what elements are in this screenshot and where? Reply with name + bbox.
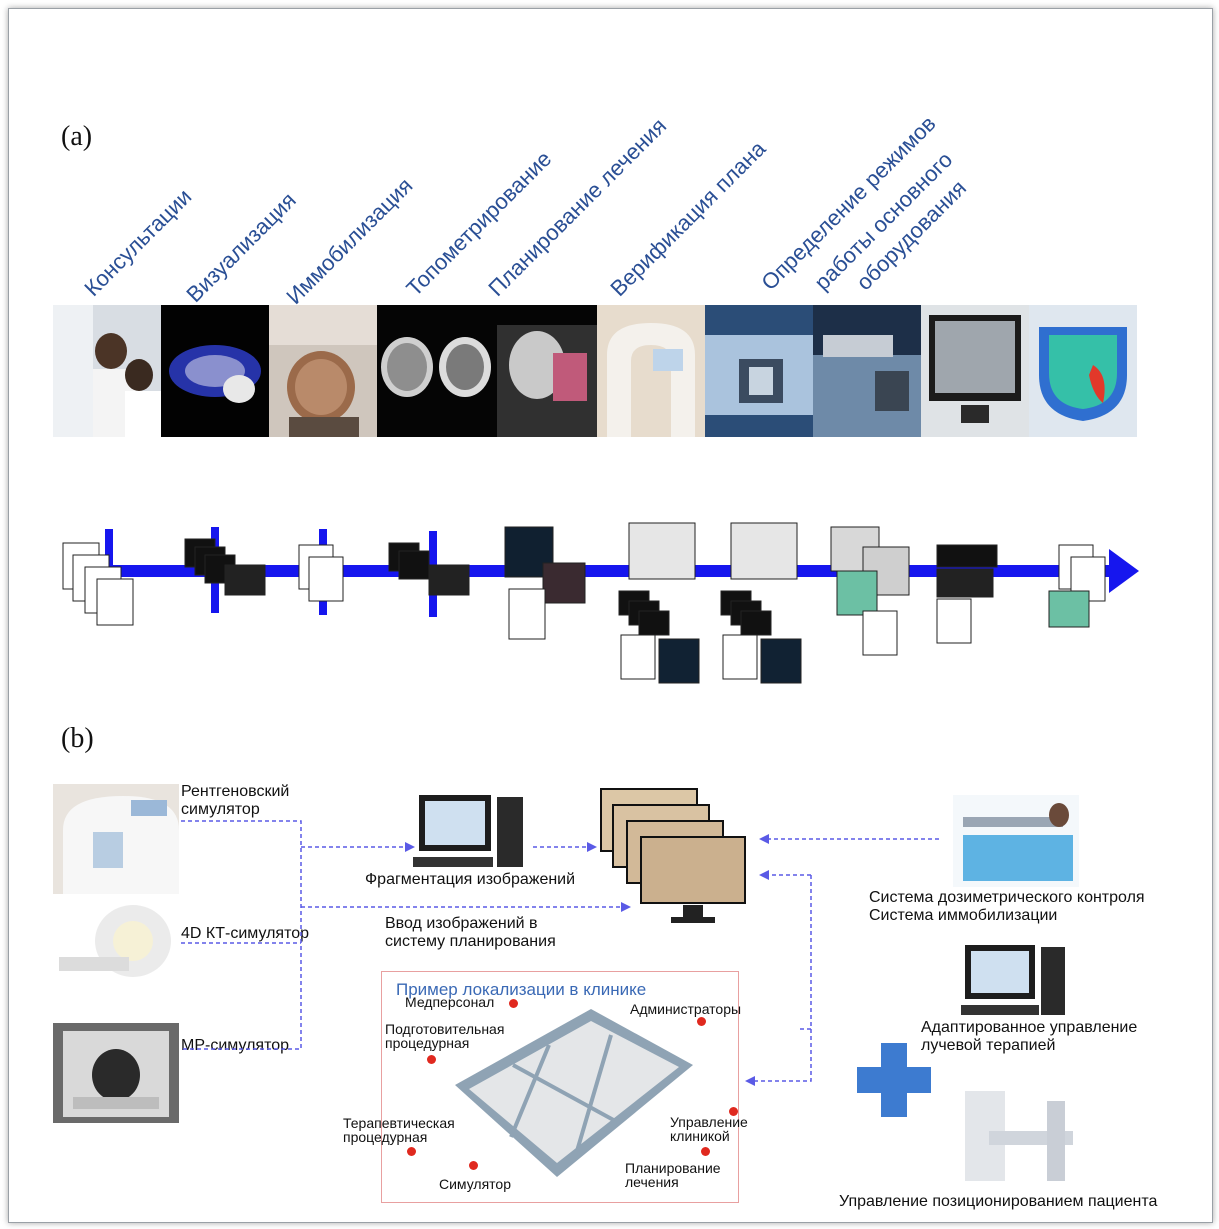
document-stacks: [62, 522, 1106, 684]
clinic-example-title: Пример локализации в клинике: [396, 980, 647, 999]
fragmentation-computer-icon: [413, 795, 523, 867]
marker-simulator: [469, 1161, 478, 1170]
dose-map-photo: [1029, 305, 1137, 437]
dosimetry-caption: Система дозиметрического контроля: [869, 889, 1145, 906]
room-management-line2: клиникой: [670, 1128, 730, 1144]
plus-icon: [857, 1043, 931, 1117]
ct-simulator-photo: [53, 901, 179, 991]
room-administrators: Администраторы: [630, 1001, 742, 1017]
room-planning-line1: Планирование: [625, 1160, 721, 1176]
marker-therapy: [407, 1147, 416, 1156]
clinic-example-box: [381, 971, 739, 1203]
robot-arm-photo: [813, 305, 921, 437]
consultation-photo: [53, 305, 161, 437]
marker-administrators: [697, 1017, 706, 1026]
workflow-timeline: [62, 522, 1139, 684]
adaptive-caption-2: лучевой терапией: [921, 1037, 1056, 1054]
room-medical-staff: Медперсонал: [405, 994, 495, 1010]
room-therapy-line1: Терапевтическая: [343, 1115, 455, 1131]
timeline-arrowhead: [1109, 549, 1139, 593]
gantry-photo: [705, 305, 813, 437]
room-management-line1: Управление: [670, 1114, 748, 1130]
marker-medical-staff: [509, 999, 518, 1008]
linac-photo: [597, 305, 705, 437]
workstation-photo: [921, 305, 1029, 437]
xray-simulator-caption-1: Рентгеновский: [181, 783, 290, 800]
marker-management: [729, 1107, 738, 1116]
room-prep-line2: процедурная: [385, 1035, 470, 1051]
immobilization-system-caption: Система иммобилизации: [869, 907, 1058, 924]
panel-a-label: (a): [61, 121, 93, 152]
room-therapy-line2: процедурная: [343, 1129, 428, 1145]
ct-simulator-caption: 4D КТ-симулятор: [181, 925, 310, 942]
room-simulator: Симулятор: [439, 1176, 511, 1192]
figure-frame: (a) Консультации Визуализация Иммобилиза…: [8, 8, 1213, 1223]
marker-planning: [701, 1147, 710, 1156]
xray-simulator-caption-2: симулятор: [181, 801, 260, 818]
connector-lines: [181, 820, 939, 1086]
immobilization-photo: [269, 305, 377, 437]
ct-slices-photo: [377, 305, 597, 437]
positioning-system-photo: [945, 1081, 1079, 1189]
room-planning-line2: лечения: [625, 1174, 679, 1190]
clinic-floorplan: [455, 1009, 693, 1177]
mr-simulator-photo: [53, 1023, 179, 1123]
input-caption-1: Ввод изображений в: [385, 915, 538, 932]
planning-monitors-icon: [600, 788, 746, 923]
marker-prep: [427, 1055, 436, 1064]
panel-b-label: (b): [61, 723, 94, 754]
adaptive-caption-1: Адаптированное управление: [921, 1019, 1138, 1036]
xray-simulator-photo: [53, 784, 179, 894]
adaptive-computer-icon: [961, 945, 1065, 1015]
fragmentation-caption: Фрагментация изображений: [365, 871, 576, 888]
positioning-caption: Управление позиционированием пациента: [839, 1193, 1158, 1210]
dosimetry-photo: [953, 795, 1079, 887]
input-caption-2: систему планирования: [385, 933, 556, 950]
ct-3d-photo: [161, 305, 269, 437]
room-prep-line1: Подготовительная: [385, 1021, 505, 1037]
